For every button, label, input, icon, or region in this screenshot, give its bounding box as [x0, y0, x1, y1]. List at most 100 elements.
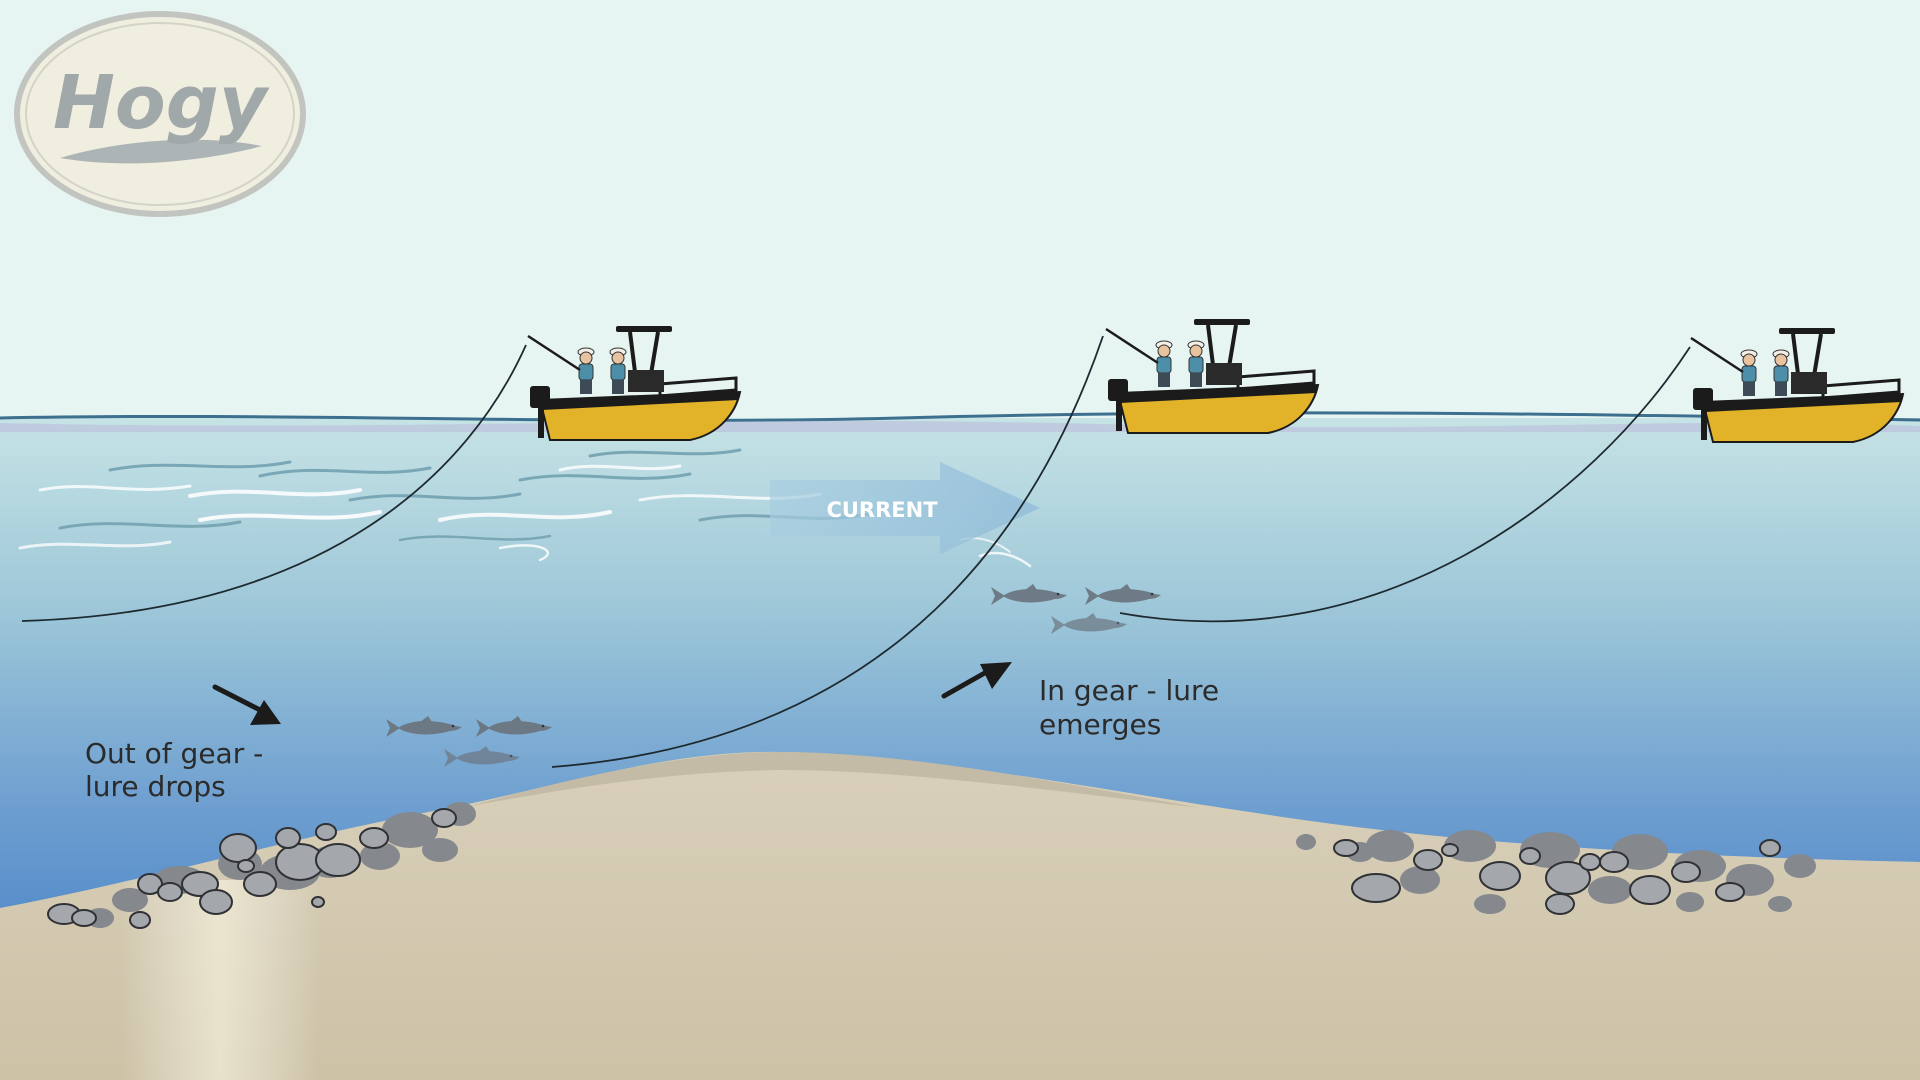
rock: [1784, 854, 1816, 878]
sand-ridge-shade: [470, 752, 1200, 808]
boat-console: [1206, 363, 1242, 385]
rock: [1296, 834, 1316, 850]
rock: [1768, 896, 1792, 912]
out-of-gear-label: Out of gear - lure drops: [85, 737, 272, 803]
rock-pile-left: [47, 802, 476, 929]
sand-seabed: [0, 751, 1920, 1080]
rock: [1479, 861, 1521, 891]
lure-drops-arrow: [212, 684, 281, 725]
boat-t-top: [616, 326, 672, 332]
water-surface-line: [0, 411, 1920, 423]
rock-pile-right: [1296, 830, 1816, 915]
rock: [422, 838, 458, 862]
rock: [1545, 861, 1591, 895]
surface-turbulence: [18, 448, 1032, 568]
rock: [1629, 875, 1671, 905]
rock: [112, 888, 148, 912]
out-of-gear-line2: lure drops: [85, 770, 226, 803]
fish-icon: [1085, 584, 1161, 605]
rock: [315, 823, 337, 841]
boat-motor-leg: [538, 406, 544, 438]
boat-2: [1105, 319, 1320, 434]
in-gear-line1: In gear - lure: [1039, 674, 1219, 707]
fishing-line-3: [1119, 346, 1691, 623]
boat-outboard-motor: [530, 386, 550, 408]
rock: [129, 911, 151, 929]
boat-motor-leg: [1116, 399, 1122, 431]
rock: [315, 843, 361, 877]
rock: [1441, 843, 1459, 857]
logo-lure-icon: [60, 139, 262, 164]
rock: [311, 896, 325, 908]
surface-shimmer: [0, 420, 1920, 432]
lure-emerges-arrow: [941, 662, 1012, 699]
rock: [181, 871, 219, 897]
rock: [1545, 893, 1575, 915]
current-label: CURRENT: [826, 498, 938, 522]
rock: [359, 827, 389, 849]
boat-gunwale: [1118, 385, 1318, 403]
fisherman-helper: [1187, 340, 1205, 387]
fisherman-helper: [609, 347, 627, 394]
boat-console: [628, 370, 664, 392]
rock: [1413, 849, 1443, 871]
boat-t-top: [1194, 319, 1250, 325]
boat-3: [1690, 328, 1905, 443]
current-arrow: CURRENT: [770, 462, 1040, 554]
rock: [360, 842, 400, 870]
fishing-line-1: [21, 344, 527, 622]
boat-gunwale: [540, 392, 740, 410]
hogy-logo: Hogy: [14, 11, 306, 217]
out-of-gear-line1: Out of gear -: [85, 737, 263, 770]
rock: [1400, 866, 1440, 894]
boat-console: [1791, 372, 1827, 394]
in-gear-label: In gear - lure emerges: [1039, 674, 1228, 741]
boat-motor-leg: [1701, 408, 1707, 440]
rock: [237, 859, 255, 873]
rock: [71, 909, 97, 927]
rock: [1676, 892, 1704, 912]
rock: [382, 812, 438, 848]
rock: [1599, 851, 1629, 873]
boat-gunwale: [1703, 394, 1903, 412]
rock: [1519, 847, 1541, 865]
fish-icon: [1051, 613, 1127, 634]
fisherman-angler: [1740, 349, 1758, 396]
boat-outboard-motor: [1108, 379, 1128, 401]
logo-text: Hogy: [53, 60, 270, 146]
fishing-rod: [1105, 327, 1159, 365]
fish-icon: [476, 716, 552, 737]
rock: [431, 808, 457, 828]
sky: [0, 0, 1920, 425]
boat-t-top: [1779, 328, 1835, 334]
fisherman-angler: [577, 347, 595, 394]
boat-outboard-motor: [1693, 388, 1713, 410]
fishing-lines: [21, 335, 1691, 768]
fish-icon: [444, 746, 520, 767]
rock: [1759, 839, 1781, 857]
rock: [1474, 894, 1506, 914]
fishing-line-2: [551, 335, 1104, 768]
fishing-rod: [1690, 336, 1744, 374]
rock: [1588, 876, 1632, 904]
fisherman-angler: [1155, 340, 1173, 387]
fish-icon: [991, 584, 1067, 605]
rock: [219, 833, 257, 863]
fisherman-helper: [1772, 349, 1790, 396]
rock: [275, 827, 301, 849]
rock: [137, 873, 163, 895]
rock: [1671, 861, 1701, 883]
rock: [1351, 873, 1401, 903]
rock: [1715, 882, 1745, 902]
rock: [1579, 853, 1601, 871]
rock: [199, 889, 233, 915]
rock: [1366, 830, 1414, 862]
fish-layer: [386, 584, 1161, 767]
rock: [243, 871, 277, 897]
rock: [157, 882, 183, 902]
fishing-rod: [527, 334, 581, 372]
in-gear-line2: emerges: [1039, 708, 1161, 741]
rock: [1333, 839, 1359, 857]
boat-1: [527, 326, 742, 441]
